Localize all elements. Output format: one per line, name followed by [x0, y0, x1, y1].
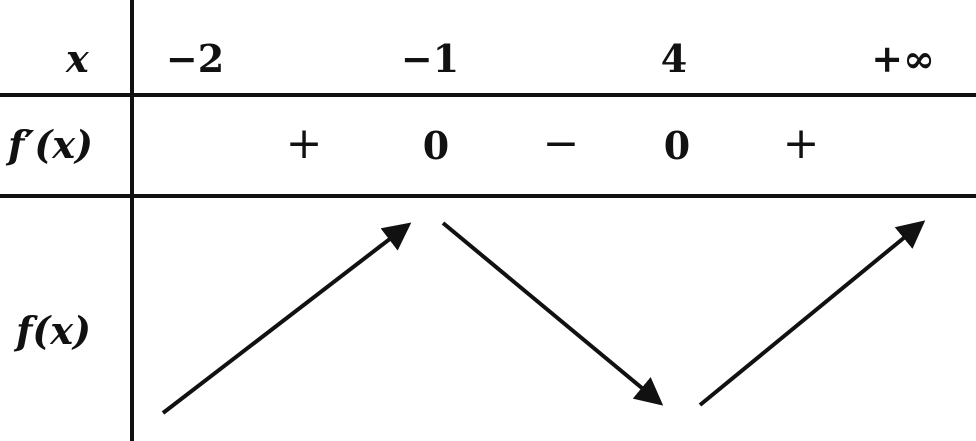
derivative-sign-positive-1: +	[285, 118, 323, 169]
x-value-plus-infinity: +∞	[871, 36, 935, 81]
vertical-divider	[130, 0, 134, 441]
horizontal-divider-bottom	[0, 194, 976, 198]
x-value-minus-2: −2	[165, 36, 225, 81]
horizontal-divider-top	[0, 93, 976, 97]
row-label-x: x	[66, 36, 89, 81]
row-label-fprime: f′(x)	[8, 122, 93, 167]
x-value-4: 4	[660, 36, 688, 81]
derivative-zero-2: 0	[663, 123, 691, 168]
derivative-sign-positive-2: +	[782, 118, 820, 169]
row-label-f: f(x)	[16, 308, 91, 353]
arrow-increasing-1	[161, 222, 412, 415]
derivative-sign-negative: −	[542, 118, 580, 169]
derivative-zero-1: 0	[422, 123, 450, 168]
arrow-decreasing	[441, 221, 664, 406]
arrow-increasing-2	[698, 220, 926, 407]
x-value-minus-1: −1	[400, 36, 460, 81]
